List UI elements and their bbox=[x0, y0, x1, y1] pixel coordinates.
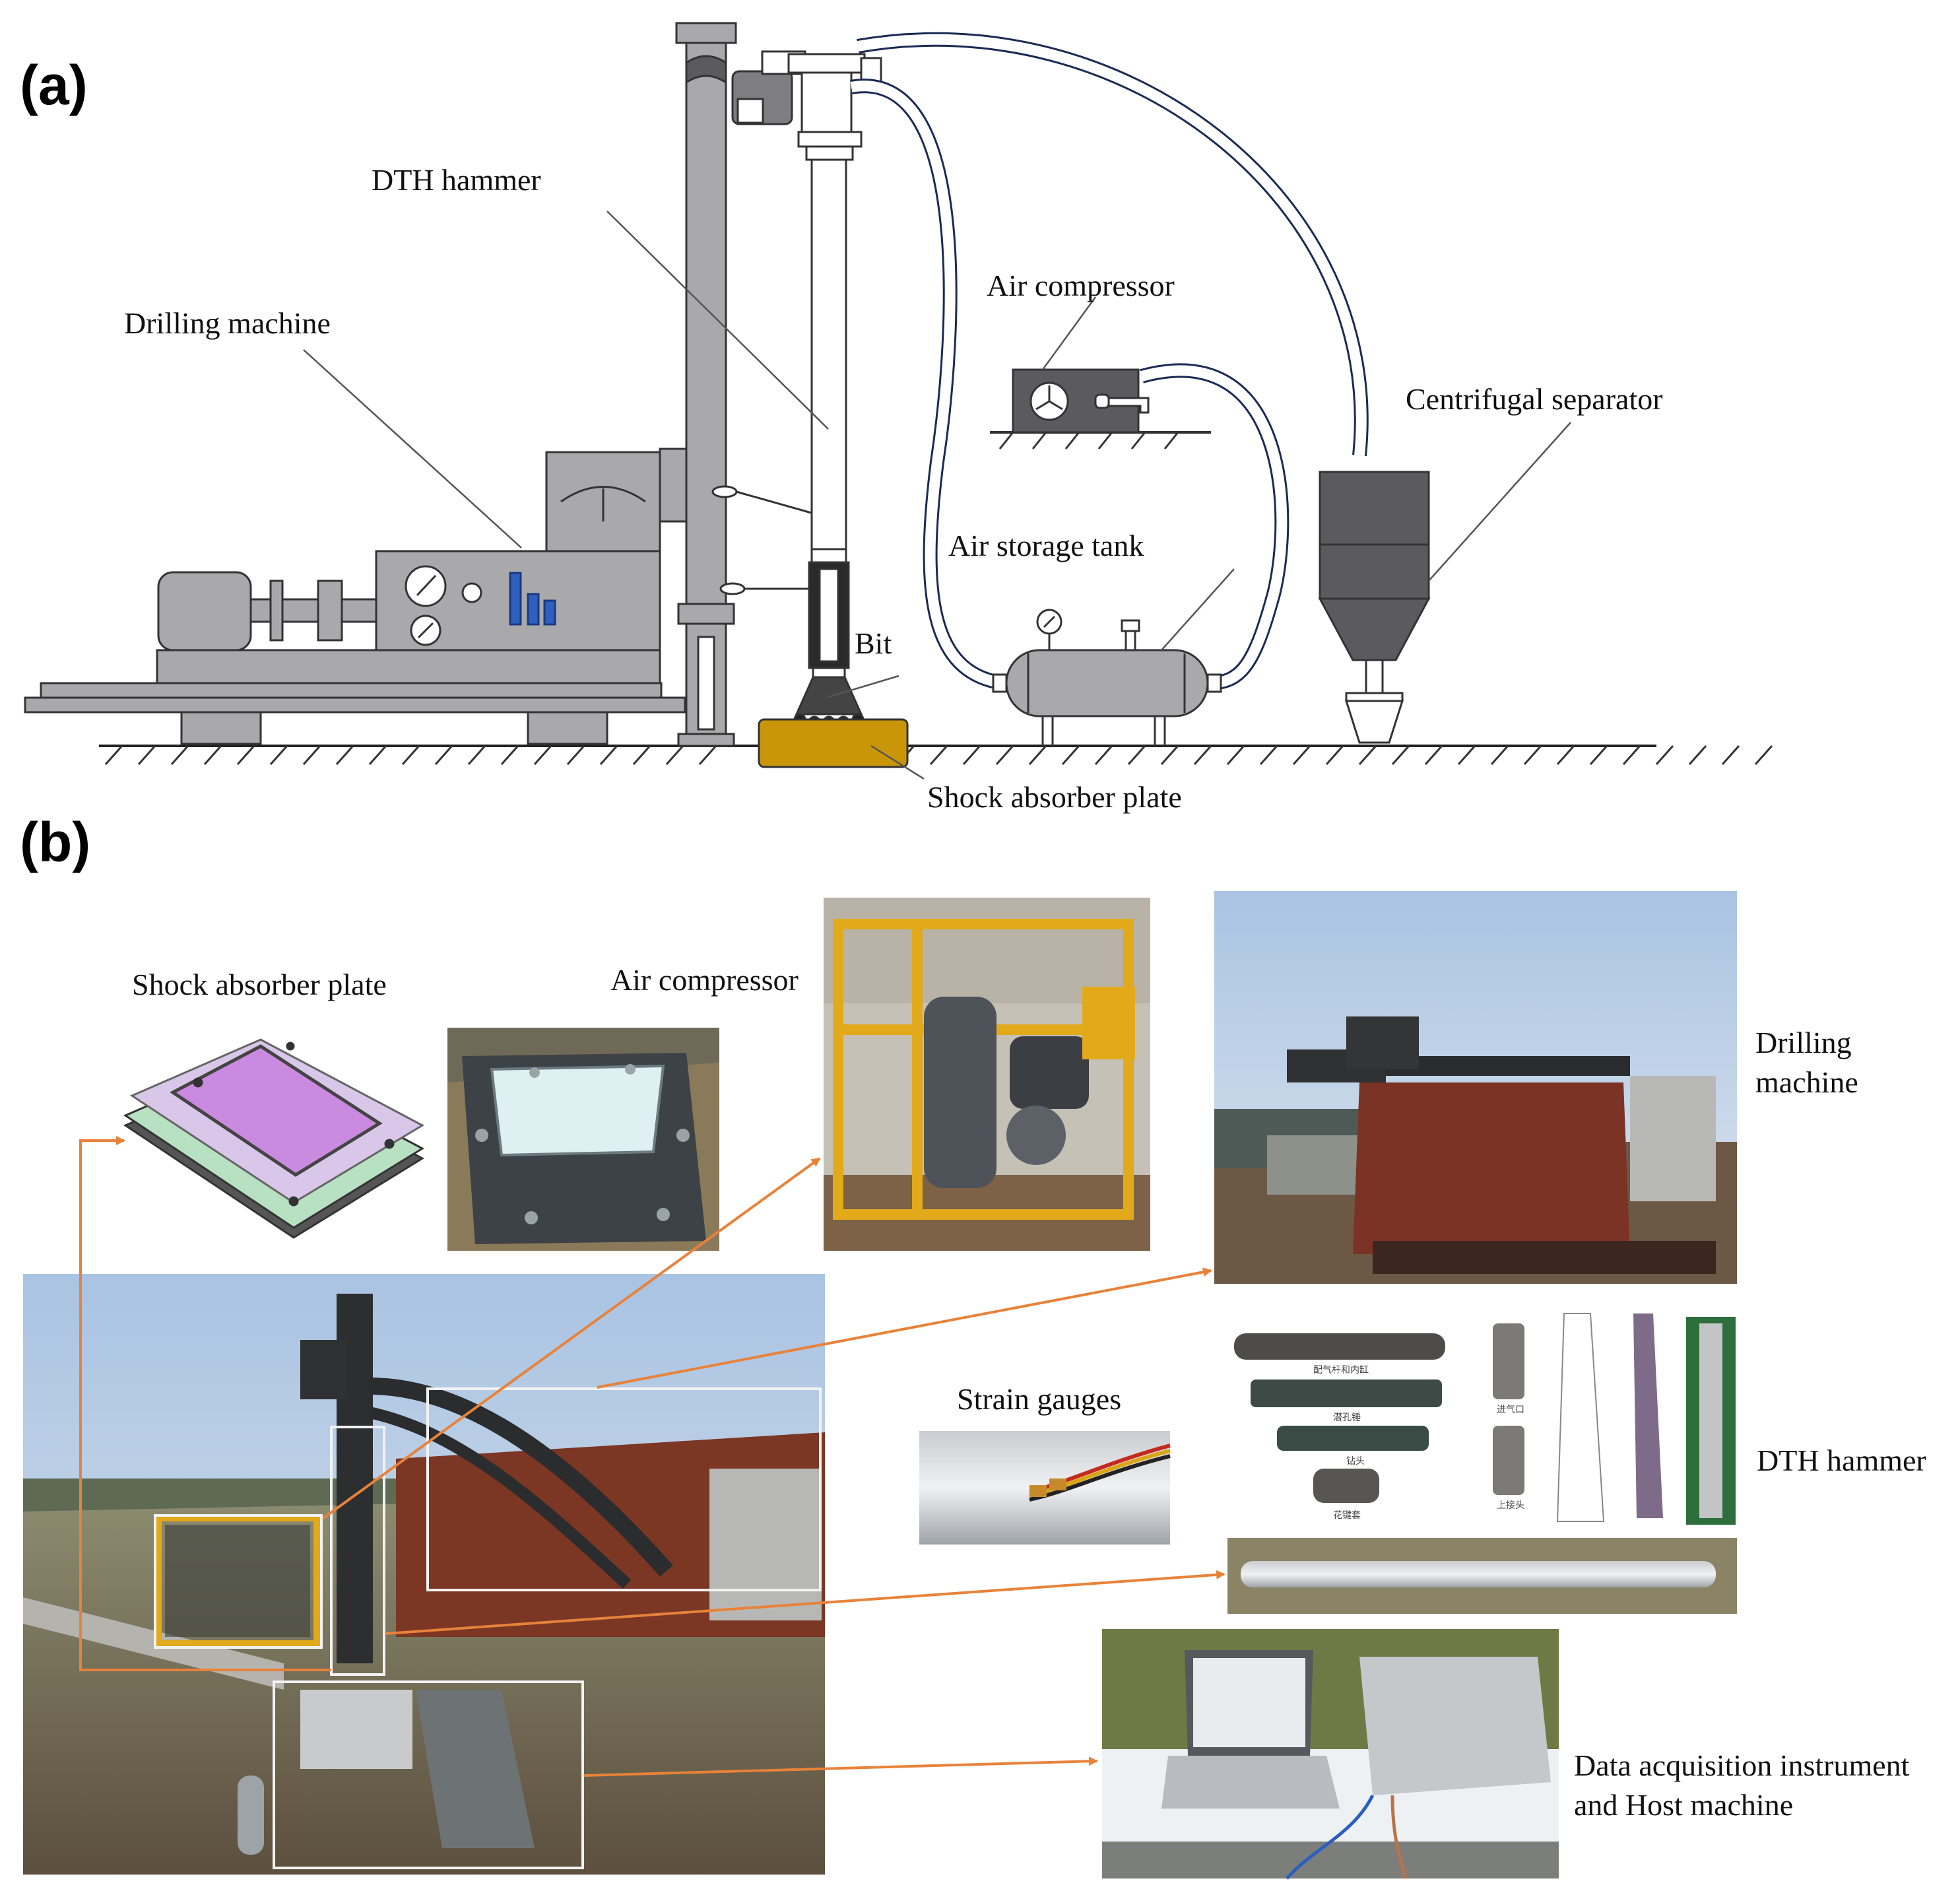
leader-lines-a bbox=[303, 211, 1571, 780]
air-storage-tank-drawing bbox=[992, 609, 1222, 746]
drilling-machine-drawing bbox=[24, 448, 689, 745]
dth-hammer-pipe-photo bbox=[1227, 1538, 1737, 1614]
label-shock-absorber-plate-a: Shock absorber plate bbox=[927, 780, 1182, 814]
label-drilling-machine-b-line1: Drilling bbox=[1755, 1026, 1852, 1059]
air-compressor-photo bbox=[824, 898, 1150, 1251]
dth-hammer-parts-photo: 配气杆和内缸 潜孔锤 钻头 花键套 进气口 上接头 bbox=[1227, 1313, 1736, 1528]
panel-b-letter: (b) bbox=[20, 811, 90, 873]
site-overview-photo bbox=[23, 1274, 825, 1875]
callout-arrows bbox=[79, 1136, 1225, 1777]
label-centrifugal-separator-a: Centrifugal separator bbox=[1406, 382, 1663, 416]
ground-line bbox=[99, 745, 1773, 765]
part-label-5: 进气口 bbox=[1497, 1404, 1524, 1414]
strain-gauges-photo bbox=[919, 1431, 1171, 1545]
air-hoses bbox=[850, 32, 1369, 690]
mast-column bbox=[675, 22, 819, 747]
label-drilling-machine-b-line2: machine bbox=[1755, 1065, 1858, 1099]
label-daq-line2: and Host machine bbox=[1574, 1788, 1793, 1822]
shock-absorber-plate-photo bbox=[447, 1028, 719, 1251]
selection-boxes bbox=[154, 1387, 822, 1869]
panel-a-letter: (a) bbox=[20, 54, 88, 116]
label-dth-hammer-b: DTH hammer bbox=[1757, 1444, 1926, 1477]
part-label-3: 钻头 bbox=[1346, 1455, 1365, 1466]
label-air-compressor-a: Air compressor bbox=[987, 269, 1175, 302]
label-dth-hammer-a: DTH hammer bbox=[372, 163, 541, 197]
centrifugal-separator-drawing bbox=[1318, 471, 1431, 744]
shock-absorber-plate-model bbox=[123, 1038, 425, 1239]
drilling-machine-photo bbox=[1214, 891, 1737, 1284]
label-air-storage-tank-a: Air storage tank bbox=[948, 529, 1144, 562]
shock-absorber-plate-drawing bbox=[758, 718, 909, 768]
air-compressor-drawing bbox=[990, 368, 1211, 449]
label-shock-absorber-plate-b: Shock absorber plate bbox=[132, 968, 387, 1001]
part-label-1: 配气杆和内缸 bbox=[1313, 1364, 1369, 1375]
part-label-2: 潜孔锤 bbox=[1333, 1412, 1361, 1422]
label-bit-a: Bit bbox=[855, 626, 892, 660]
label-daq-line1: Data acquisition instrument bbox=[1574, 1748, 1910, 1782]
label-strain-gauges-b: Strain gauges bbox=[957, 1382, 1121, 1416]
part-label-4: 花键套 bbox=[1333, 1510, 1361, 1520]
label-drilling-machine-a: Drilling machine bbox=[124, 306, 331, 340]
dth-hammer-drawing bbox=[731, 50, 882, 729]
data-acquisition-photo bbox=[1102, 1629, 1559, 1880]
label-air-compressor-b: Air compressor bbox=[610, 963, 799, 997]
part-label-6: 上接头 bbox=[1497, 1500, 1524, 1510]
